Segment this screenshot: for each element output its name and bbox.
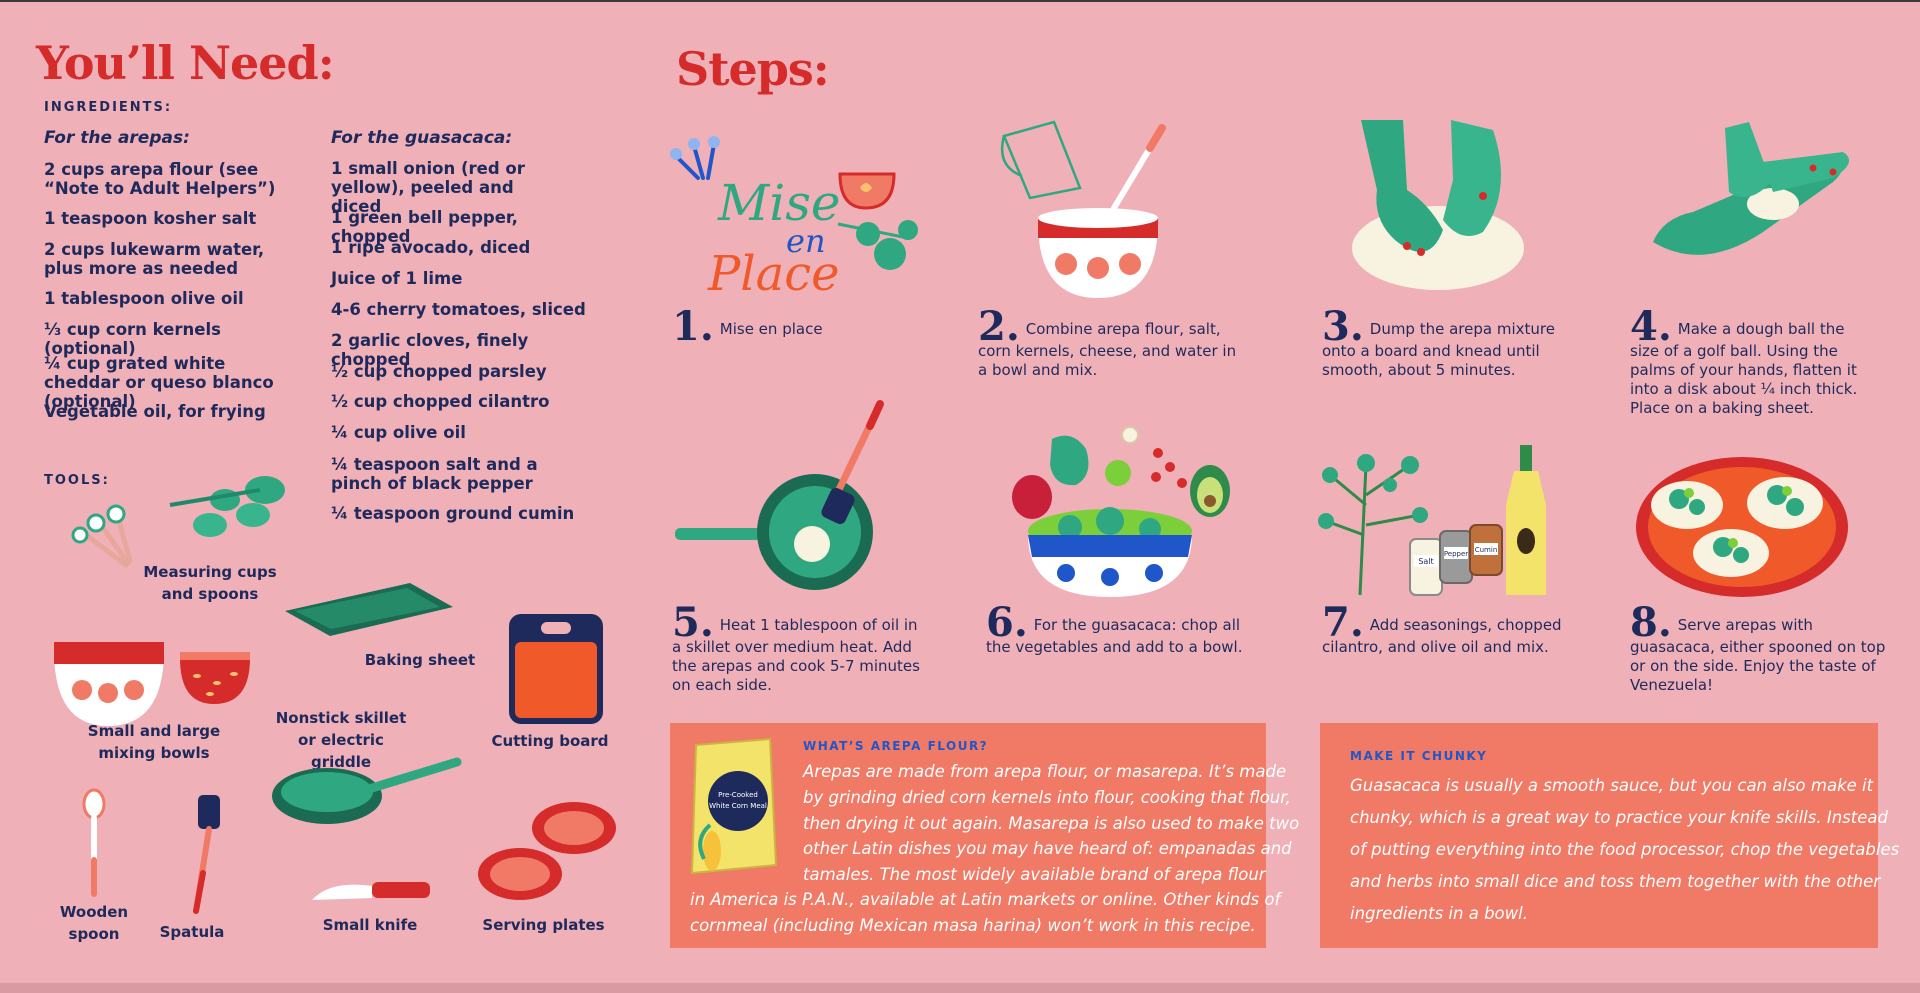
arepa-flour-line: by grinding dried corn kernels into flou… — [803, 788, 1291, 807]
mixing-bowls-icon — [54, 642, 250, 726]
serving-arepas-illustration — [1636, 457, 1848, 597]
tool-spoon-label: Wooden spoon — [59, 903, 129, 943]
tool-knife-label: Small knife — [322, 916, 418, 934]
step-3: 3.Dump the arepa mixture onto a board an… — [1322, 303, 1555, 380]
make-it-chunky-title: MAKE IT CHUNKY — [1350, 749, 1488, 763]
arepa-flour-box: Pre-Cooked White Corn Meal WHAT’S AREPA … — [670, 723, 1299, 948]
kneading-hands-illustration — [1352, 120, 1524, 290]
guasacaca-ingredient: 1 green bell pepper, chopped — [331, 208, 518, 246]
tool-cutting-board-label: Cutting board — [491, 732, 609, 750]
measuring-cups-icon — [169, 476, 285, 537]
guasacaca-subheading: For the guasacaca: — [331, 128, 513, 148]
arepas-ingredient: 2 cups lukewarm water, plus more as need… — [44, 240, 265, 278]
seasonings-illustration: Salt Pepper Cumin — [1318, 445, 1546, 596]
steps-heading: Steps: — [676, 42, 830, 96]
step-2: 2.Combine arepa flour, salt, corn kernel… — [978, 303, 1237, 380]
arepas-ingredient: 1 teaspoon kosher salt — [44, 209, 257, 228]
arepas-ingredient: ¼ cup grated white cheddar or queso blan… — [44, 354, 274, 411]
tool-spatula-label: Spatula — [159, 923, 225, 941]
flour-bag-icon: Pre-Cooked White Corn Meal — [690, 737, 778, 875]
ingredients-label: INGREDIENTS: — [44, 100, 173, 115]
step-8: 8.Serve arepas with guasacaca, either sp… — [1630, 599, 1886, 695]
guasacaca-ingredient: Juice of 1 lime — [331, 269, 463, 288]
arepa-flour-line: in America is P.A.N., available at Latin… — [690, 890, 1281, 909]
bottom-border — [0, 983, 1920, 993]
make-it-chunky-line: of putting everything into the food proc… — [1350, 840, 1900, 859]
place-word: Place — [707, 246, 840, 302]
pepper-jar-label: Pepper — [1444, 550, 1468, 558]
guasacaca-ingredient: ½ cup chopped cilantro — [331, 392, 550, 411]
arepa-flour-line: other Latin dishes you may have heard of… — [803, 839, 1292, 858]
cumin-jar-label: Cumin — [1475, 546, 1498, 554]
guasacaca-ingredient: 1 ripe avocado, diced — [331, 238, 531, 257]
arepa-flour-title: WHAT’S AREPA FLOUR? — [803, 739, 989, 753]
top-border — [0, 0, 1920, 2]
flour-bag-label-2: White Corn Meal — [709, 802, 767, 810]
make-it-chunky-line: chunky, which is a great way to practice… — [1350, 808, 1888, 827]
tools-label: TOOLS: — [44, 473, 110, 488]
arepas-subheading: For the arepas: — [44, 128, 190, 148]
guasacaca-ingredient: ¼ teaspoon salt and a pinch of black pep… — [331, 455, 538, 493]
wooden-spoon-icon — [82, 788, 106, 897]
arepas-ingredient: Vegetable oil, for frying — [44, 402, 266, 421]
make-it-chunky-line: ingredients in a bowl. — [1350, 904, 1528, 923]
arepas-ingredient: 1 tablespoon olive oil — [44, 289, 244, 308]
guasacaca-ingredient: ¼ cup olive oil — [331, 423, 466, 442]
pitcher-bowl-illustration — [1000, 120, 1166, 298]
arepa-flour-line: cornmeal (including Mexican masa harina)… — [690, 916, 1256, 935]
baking-sheet-icon — [285, 583, 453, 636]
flour-bag-label-1: Pre-Cooked — [718, 791, 758, 799]
tool-measuring-label: Measuring cups and spoons — [143, 563, 277, 603]
skillet-icon — [272, 757, 462, 824]
spatula-icon — [193, 795, 220, 914]
salt-jar-label: Salt — [1418, 557, 1433, 566]
step-5: 5.Heat 1 tablespoon of oil in a skillet … — [672, 599, 920, 695]
step-7: 7.Add seasonings, chopped cilantro, and … — [1322, 599, 1562, 657]
tool-bowls-label: Small and large mixing bowls — [87, 722, 221, 762]
make-it-chunky-box: MAKE IT CHUNKY Guasacaca is usually a sm… — [1320, 723, 1899, 948]
tool-plates-label: Serving plates — [482, 916, 605, 934]
arepa-flour-line: Arepas are made from arepa flour, or mas… — [803, 762, 1287, 781]
tool-skillet-label: Nonstick skillet or electric griddle — [275, 709, 407, 771]
measuring-spoons-icon — [71, 504, 133, 568]
mise-en-place-illustration: Mise en Place — [670, 136, 918, 302]
arepa-flour-line: then drying it out again. Masarepa is al… — [803, 814, 1300, 833]
en-word: en — [786, 222, 826, 260]
arepa-flour-line: tamales. The most widely available brand… — [803, 865, 1266, 884]
tool-baking-sheet-label: Baking sheet — [364, 651, 476, 669]
guasacaca-ingredient: 4-6 cherry tomatoes, sliced — [331, 300, 586, 319]
cutting-board-icon — [509, 614, 603, 724]
make-it-chunky-line: and herbs into small dice and toss them … — [1350, 872, 1881, 891]
guasacaca-ingredient: 2 garlic cloves, finely chopped — [331, 331, 529, 369]
guasacaca-ingredient: 1 small onion (red or yellow), peeled an… — [331, 159, 525, 216]
youll-need-heading: You’ll Need: — [36, 36, 335, 90]
step-4: 4.Make a dough ball the size of a golf b… — [1630, 303, 1858, 418]
arepas-ingredient: ⅓ cup corn kernels (optional) — [44, 320, 221, 358]
guasacaca-ingredient: ¼ teaspoon ground cumin — [331, 504, 575, 523]
flatten-hands-illustration — [1653, 122, 1850, 255]
mise-word: Mise — [717, 174, 840, 232]
step-1: 1.Mise en place — [672, 303, 823, 350]
step-6: 6.For the guasacaca: chop all the vegeta… — [986, 599, 1243, 657]
guasacaca-ingredient: ½ cup chopped parsley — [331, 362, 547, 381]
vegetable-bowl-illustration — [1012, 426, 1230, 597]
make-it-chunky-line: Guasacaca is usually a smooth sauce, but… — [1350, 776, 1874, 795]
small-knife-icon — [312, 882, 430, 900]
serving-plates-icon — [478, 802, 616, 900]
arepas-ingredient: 2 cups arepa flour (see “Note to Adult H… — [44, 160, 276, 198]
skillet-cooking-illustration — [675, 400, 884, 590]
